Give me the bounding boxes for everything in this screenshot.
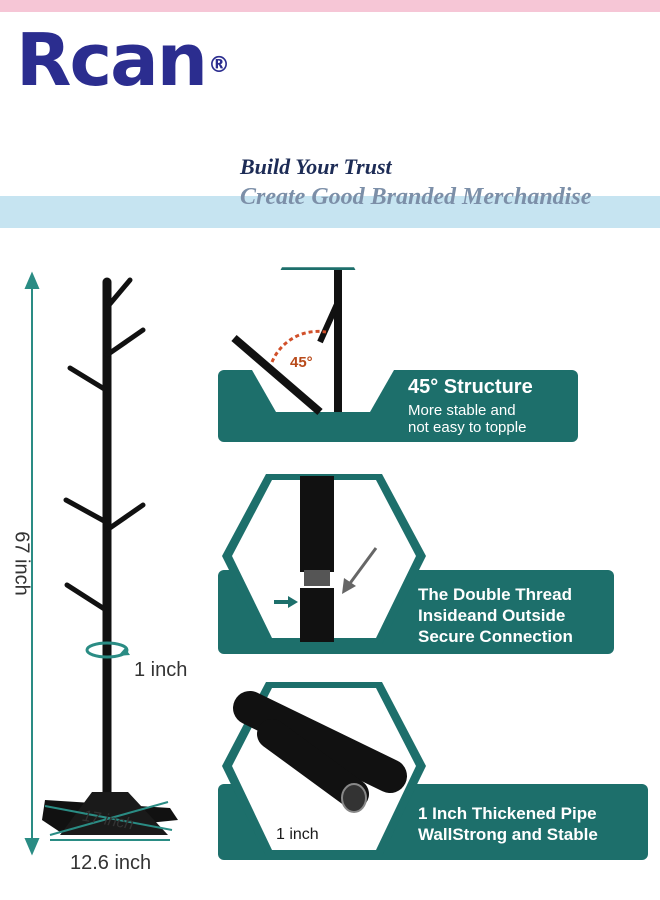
- feature-1-line-2: not easy to topple: [408, 419, 527, 436]
- feature-panel-3: [218, 682, 648, 860]
- coat-rack-base: [42, 792, 178, 836]
- pipe-diameter-label: 1 inch: [134, 659, 188, 681]
- brand-logo-text: Rcan: [16, 18, 208, 102]
- feature-3-line-2: WallStrong and Stable: [418, 825, 598, 844]
- feature-panel-1: [218, 267, 578, 442]
- rotation-arrow-icon: [85, 641, 130, 659]
- feature-1-line-1: More stable and: [408, 402, 516, 419]
- feature-3-line-1: 1 Inch Thickened Pipe: [418, 804, 597, 823]
- height-label: 67 inch: [10, 531, 33, 596]
- height-dimension-line: [24, 271, 40, 856]
- slogan-line-2: Create Good Branded Merchandise: [240, 184, 592, 210]
- stand-illustration: [24, 271, 178, 856]
- feature-1-title: 45° Structure: [408, 376, 533, 398]
- slogan-line-1: Build Your Trust: [240, 154, 392, 179]
- slogan-band: [0, 196, 660, 228]
- brand-logo: Rcan®: [16, 18, 230, 102]
- feature-2-line-1: The Double Thread: [418, 585, 572, 604]
- registered-mark: ®: [207, 53, 230, 78]
- width-label: 12.6 inch: [70, 852, 152, 874]
- feature-2-line-3: Secure Connection: [418, 627, 573, 646]
- top-color-stripe: [0, 0, 660, 12]
- coat-rack-pole: [63, 277, 146, 810]
- angle-label: 45°: [290, 354, 313, 371]
- thread-arrow-icon: [274, 547, 378, 608]
- feature-2-line-2: Insideand Outside: [418, 606, 566, 625]
- feature-panel-2: [218, 474, 614, 654]
- feature-3-inset-label: 1 inch: [276, 826, 319, 843]
